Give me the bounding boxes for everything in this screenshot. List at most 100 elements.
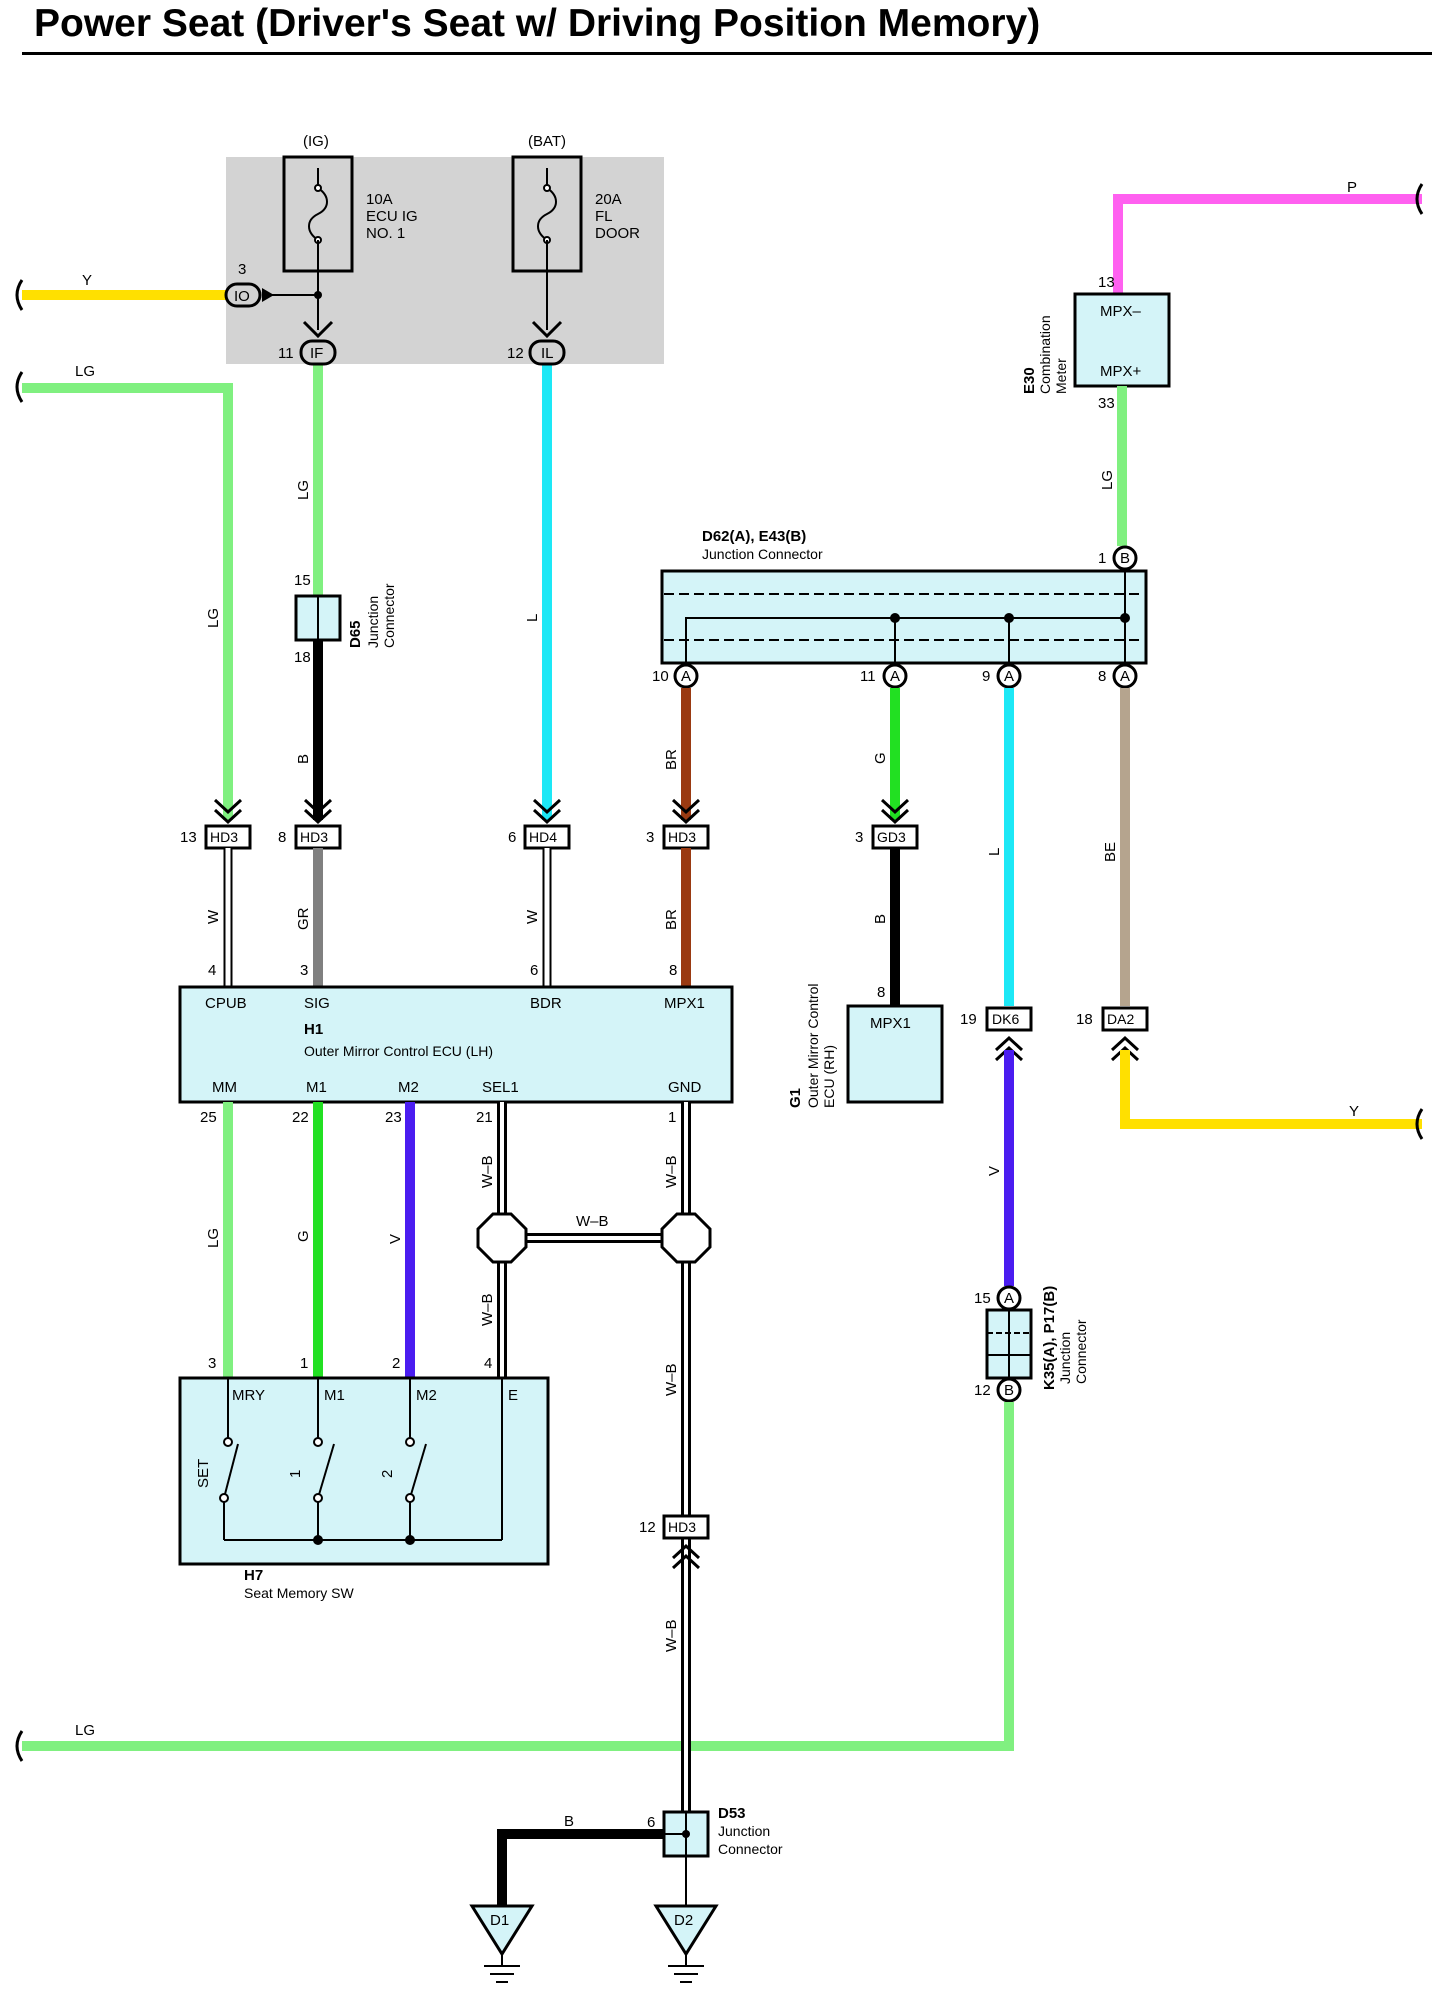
svg-text:A: A bbox=[1004, 1290, 1014, 1307]
h7-pin-e: E bbox=[508, 1387, 518, 1404]
wire-label-w-13: W bbox=[205, 909, 222, 924]
svg-text:10: 10 bbox=[652, 668, 669, 685]
relay-block bbox=[226, 157, 664, 364]
h7-switch-set: SET bbox=[195, 1459, 212, 1488]
svg-text:12: 12 bbox=[639, 1519, 656, 1536]
svg-text:B: B bbox=[1004, 1382, 1014, 1399]
wire-label-wb-sel2: W–B bbox=[479, 1293, 496, 1326]
title-rule bbox=[22, 52, 1432, 55]
h1-pin-gnd: GND bbox=[668, 1079, 702, 1096]
svg-text:3: 3 bbox=[646, 829, 654, 846]
h1-pin-cpub: CPUB bbox=[205, 995, 247, 1012]
h1-pin-num-23: 23 bbox=[385, 1109, 402, 1126]
svg-text:A: A bbox=[1004, 668, 1014, 685]
svg-text:IL: IL bbox=[541, 345, 554, 362]
h7-switch-1: 1 bbox=[287, 1470, 304, 1478]
wire-label-lg-if: LG bbox=[295, 480, 312, 500]
pin-io: IO bbox=[224, 282, 262, 308]
k35-name1: Junction bbox=[1057, 1332, 1073, 1384]
svg-text:B: B bbox=[1120, 550, 1130, 567]
h1-pin-num-6: 6 bbox=[530, 962, 538, 979]
h7-internal-wiring bbox=[223, 1378, 503, 1541]
wire-label-gr: GR bbox=[295, 907, 312, 930]
bat-label: (BAT) bbox=[528, 133, 566, 150]
page-title: Power Seat (Driver's Seat w/ Driving Pos… bbox=[34, 2, 1041, 45]
fuse2-line3: DOOR bbox=[595, 225, 640, 242]
svg-text:18: 18 bbox=[1076, 1011, 1093, 1028]
h1-pin-num-25: 25 bbox=[200, 1109, 217, 1126]
d53-pin: 6 bbox=[647, 1814, 655, 1831]
wire-label-y-right: Y bbox=[1349, 1103, 1359, 1120]
h1-pin-m1: M1 bbox=[306, 1079, 327, 1096]
wire-label-b-gd3: B bbox=[872, 914, 889, 924]
d53-code: D53 bbox=[718, 1805, 746, 1822]
wire-label-be: BE bbox=[1102, 842, 1119, 862]
h7-code: H7 bbox=[244, 1567, 263, 1584]
g1-name1: Outer Mirror Control bbox=[805, 984, 821, 1108]
h7-pin-num-1: 1 bbox=[300, 1355, 308, 1372]
wire-label-b-gnd: B bbox=[564, 1813, 574, 1830]
e30-p1: MPX– bbox=[1100, 303, 1142, 320]
h7-switch bbox=[178, 1376, 550, 1566]
d65-pin-bottom: 18 bbox=[294, 649, 311, 666]
svg-text:11: 11 bbox=[860, 668, 876, 685]
jc-pin-9: A 9 bbox=[982, 663, 1022, 689]
wire-label-wb-hd3: W–B bbox=[663, 1619, 680, 1652]
e30-code: E30 bbox=[1021, 367, 1038, 394]
h7-pin-num-3: 3 bbox=[208, 1355, 216, 1372]
wire-label-w-6: W bbox=[524, 909, 541, 924]
wire-label-l-dk6: L bbox=[986, 848, 1003, 856]
jc-pin-10: A 10 bbox=[652, 663, 699, 689]
h7-pin-num-4: 4 bbox=[484, 1355, 492, 1372]
wire-label-br-top: BR bbox=[663, 749, 680, 770]
h1-code: H1 bbox=[304, 1021, 323, 1038]
svg-text:8: 8 bbox=[278, 829, 286, 846]
wire-label-wb-cross: W–B bbox=[576, 1213, 609, 1230]
ground-d2: D2 bbox=[653, 1904, 719, 1983]
connector-c6: DK6 19 bbox=[960, 1006, 1033, 1032]
wire-label-g-gd3: G bbox=[872, 752, 889, 764]
connector-c4: HD3 3 bbox=[646, 824, 710, 850]
wire-label-lg-left: LG bbox=[205, 608, 222, 628]
k35-pin-bottom-num: 12 bbox=[974, 1382, 991, 1399]
svg-text:9: 9 bbox=[982, 668, 990, 685]
wire-label-v-dk6: V bbox=[986, 1166, 1003, 1176]
svg-text:19: 19 bbox=[960, 1011, 977, 1028]
d65-pin-top: 15 bbox=[294, 572, 311, 589]
pin-il-num: 12 bbox=[507, 345, 524, 362]
g1-code: G1 bbox=[787, 1088, 804, 1108]
connector-c2: HD3 8 bbox=[278, 824, 342, 850]
svg-text:3: 3 bbox=[855, 829, 863, 846]
pin-il: IL bbox=[528, 339, 566, 366]
h1-pin-sig: SIG bbox=[304, 995, 330, 1012]
h1-pin-bdr: BDR bbox=[530, 995, 562, 1012]
wire-label-l-il: L bbox=[524, 614, 541, 622]
d53-name1: Junction bbox=[718, 1823, 770, 1839]
svg-text:HD3: HD3 bbox=[300, 829, 328, 845]
svg-text:13: 13 bbox=[180, 829, 197, 846]
wire-label-b-d65: B bbox=[295, 754, 312, 764]
e30-p2: MPX+ bbox=[1100, 363, 1142, 380]
svg-text:GD3: GD3 bbox=[877, 829, 906, 845]
h7-name: Seat Memory SW bbox=[244, 1585, 354, 1601]
jc-pin-11: A 11 bbox=[860, 663, 908, 689]
svg-text:HD3: HD3 bbox=[668, 1519, 696, 1535]
wire-label-wb-gnd: W–B bbox=[663, 1155, 680, 1188]
ig-label: (IG) bbox=[303, 133, 329, 150]
e30-name1: Combination bbox=[1037, 315, 1053, 394]
jc-top-pin-b-num: 1 bbox=[1098, 550, 1106, 567]
svg-text:6: 6 bbox=[508, 829, 516, 846]
h1-pin-mm: MM bbox=[212, 1079, 237, 1096]
d65-name2: Connector bbox=[381, 583, 397, 648]
h1-pin-num-22: 22 bbox=[292, 1109, 309, 1126]
connector-c7: DA2 18 bbox=[1076, 1006, 1149, 1032]
e30-pin-bottom: 33 bbox=[1098, 395, 1115, 412]
connector-c3: HD4 6 bbox=[508, 824, 571, 850]
fuse1-line2: ECU IG bbox=[366, 208, 418, 225]
e30-name2: Meter bbox=[1053, 358, 1069, 394]
d53-name2: Connector bbox=[718, 1841, 783, 1857]
h7-switch-2: 2 bbox=[379, 1470, 396, 1478]
svg-text:HD3: HD3 bbox=[668, 829, 696, 845]
h1-pin-mpx1: MPX1 bbox=[664, 995, 705, 1012]
